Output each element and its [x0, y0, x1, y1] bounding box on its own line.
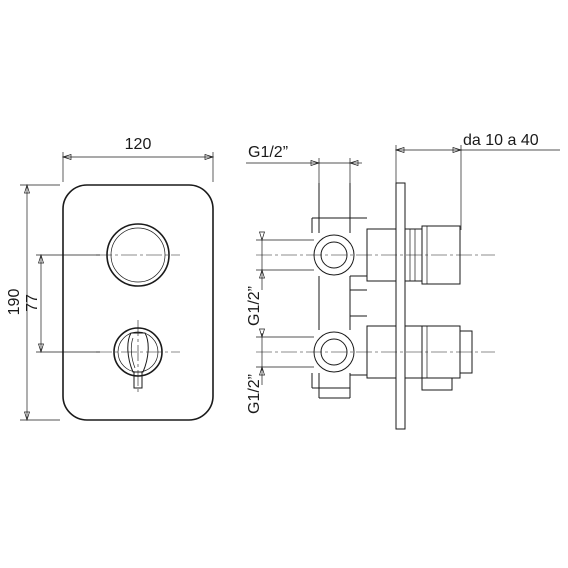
spacing-label: 77	[24, 294, 41, 312]
cover-plate-profile	[395, 182, 406, 430]
side-view: G1/2” da 10 a 40	[246, 132, 560, 430]
lower-lever	[96, 320, 180, 395]
height-label: 190	[6, 289, 23, 316]
lower-spindle	[366, 325, 473, 391]
front-view: 120 190 77	[6, 136, 215, 422]
top-inlet-label: G1/2”	[248, 144, 288, 161]
width-label: 120	[125, 136, 152, 153]
valve-body	[311, 183, 367, 399]
upper-inlet-label: G1/2”	[246, 286, 263, 326]
lower-inlet-label: G1/2”	[246, 374, 263, 414]
wall-range-label: da 10 a 40	[463, 132, 539, 149]
upper-spindle	[366, 225, 461, 285]
cover-plate	[62, 184, 214, 421]
